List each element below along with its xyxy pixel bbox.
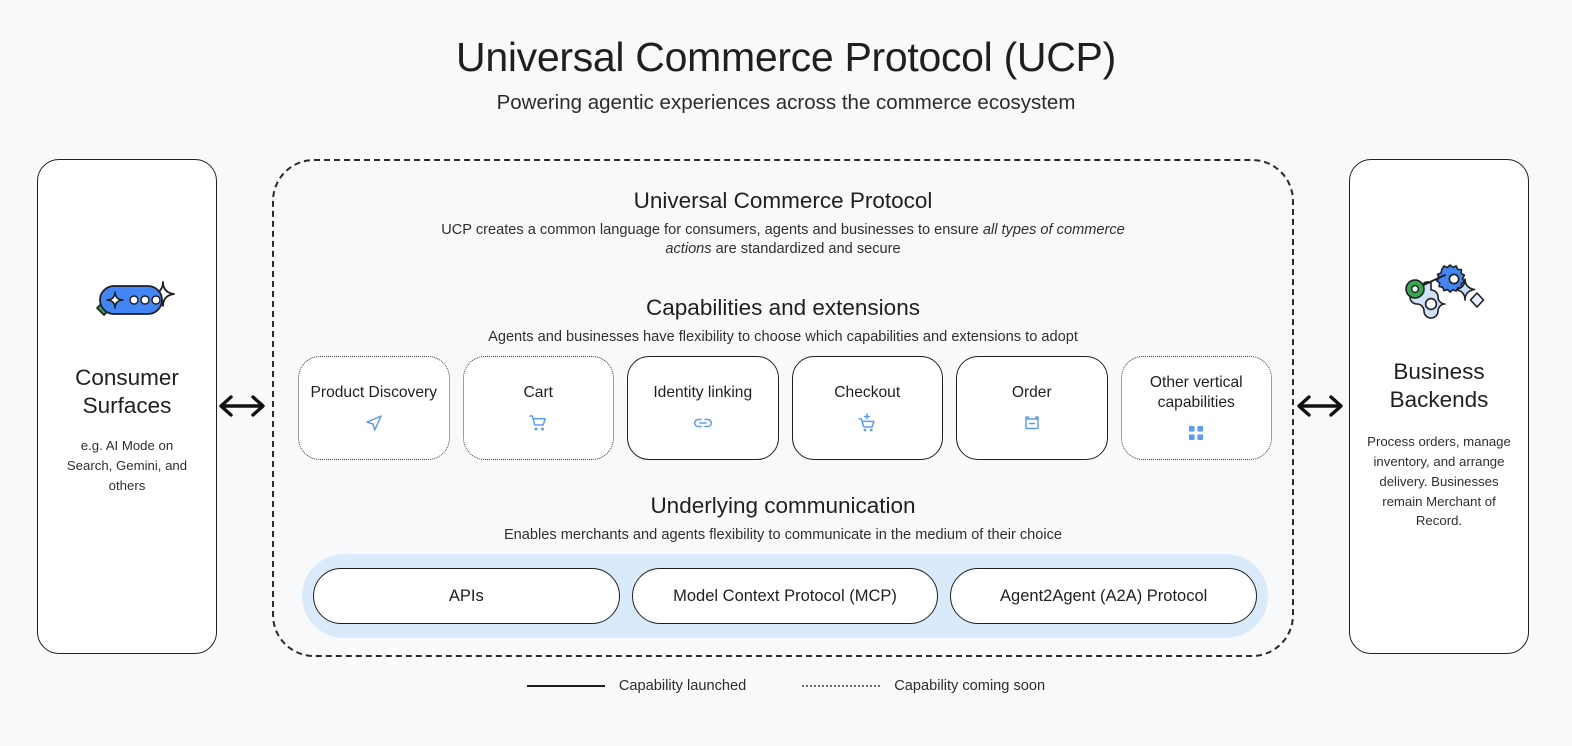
send-navigation-icon xyxy=(364,413,384,433)
business-backends-description: Process orders, manage inventory, and ar… xyxy=(1367,434,1511,529)
capability-card-order[interactable]: Order xyxy=(956,356,1108,460)
ucp-section: Universal Commerce Protocol UCP creates … xyxy=(274,188,1292,260)
capability-card-label: Checkout xyxy=(834,383,901,401)
ucp-title: Universal Commerce Protocol xyxy=(633,188,933,213)
capabilities-section: Capabilities and extensions Agents and b… xyxy=(274,295,1292,347)
shopping-cart-icon xyxy=(528,413,548,433)
legend: Capability launched Capability coming so… xyxy=(0,678,1572,694)
capability-card-cart[interactable]: Cart xyxy=(462,356,614,460)
capability-card-label: Product Discovery xyxy=(310,383,438,401)
capability-cards: Product Discovery Cart Identity linking xyxy=(298,356,1272,460)
consumer-surfaces-description: e.g. AI Mode on Search, Gemini, and othe… xyxy=(66,438,188,493)
page-header: Universal Commerce Protocol (UCP) Poweri… xyxy=(0,34,1572,115)
grid-apps-icon xyxy=(1187,423,1205,443)
consumer-surfaces-title: Consumer Surfaces xyxy=(75,365,179,419)
link-chain-icon xyxy=(692,413,714,433)
basket-box-icon xyxy=(1022,413,1042,433)
legend-item-coming-soon: Capability coming soon xyxy=(802,678,1045,694)
ai-chat-sparkle-icon xyxy=(75,264,179,334)
legend-item-launched: Capability launched xyxy=(526,678,747,694)
arrow-consumer-to-protocol xyxy=(214,389,270,423)
legend-label: Capability coming soon xyxy=(894,678,1046,694)
capability-card-label: Cart xyxy=(523,383,553,401)
business-backends-title: Business Backends xyxy=(1389,359,1489,413)
communication-pill-mcp[interactable]: Model Context Protocol (MCP) xyxy=(631,568,939,624)
consumer-surfaces-panel: Consumer Surfaces e.g. AI Mode on Search… xyxy=(37,159,217,654)
capability-card-label: Identity linking xyxy=(653,383,753,401)
capability-card-label: Order xyxy=(1011,383,1052,401)
business-backends-panel: Business Backends Process orders, manage… xyxy=(1349,159,1529,654)
page-subtitle: Powering agentic experiences across the … xyxy=(496,91,1076,115)
capabilities-description: Agents and businesses have flexibility t… xyxy=(488,329,1078,345)
ucp-desc-part2: are standardized and secure xyxy=(711,241,901,258)
communication-section: Underlying communication Enables merchan… xyxy=(274,493,1292,545)
ucp-desc-italic: all types of commerce actions xyxy=(665,222,1125,258)
legend-label: Capability launched xyxy=(618,678,747,694)
communication-pill-apis[interactable]: APIs xyxy=(313,568,620,624)
capability-card-product-discovery[interactable]: Product Discovery xyxy=(298,356,450,460)
capability-card-label: Other vertical capabilities xyxy=(1149,373,1243,411)
capability-card-checkout[interactable]: Checkout xyxy=(791,356,943,460)
capability-card-other-vertical[interactable]: Other vertical capabilities xyxy=(1120,356,1272,460)
add-to-cart-icon xyxy=(857,413,877,433)
page-title: Universal Commerce Protocol (UCP) xyxy=(456,34,1116,80)
communication-pill-a2a[interactable]: Agent2Agent (A2A) Protocol xyxy=(950,568,1258,624)
protocol-container: Universal Commerce Protocol UCP creates … xyxy=(272,159,1294,657)
communication-description: Enables merchants and agents flexibility… xyxy=(503,527,1063,543)
gears-settings-icon xyxy=(1387,264,1491,334)
legend-dotted-line xyxy=(802,685,881,687)
ucp-description: UCP creates a common language for consum… xyxy=(274,221,1292,260)
capabilities-title: Capabilities and extensions xyxy=(646,295,920,320)
communication-pills: APIs Model Context Protocol (MCP) Agent2… xyxy=(302,554,1268,638)
ucp-desc-part1: UCP creates a common language for consum… xyxy=(441,222,983,238)
communication-title: Underlying communication xyxy=(650,493,916,518)
legend-solid-line xyxy=(526,685,605,687)
arrow-protocol-to-business xyxy=(1292,389,1348,423)
capability-card-identity-linking[interactable]: Identity linking xyxy=(627,356,779,460)
